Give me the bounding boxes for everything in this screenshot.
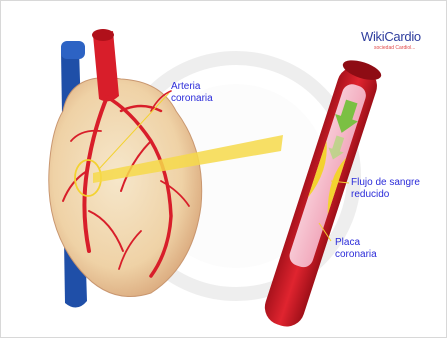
label-arteria-coronaria: Arteria coronaria	[171, 81, 213, 105]
label-flujo-line1: Flujo de sangre	[351, 177, 420, 189]
brand-subtitle: sociedad Cardiol...	[374, 45, 415, 51]
label-arteria-line2: coronaria	[171, 93, 213, 105]
label-flujo-line2: reducido	[351, 189, 420, 201]
vein-top	[61, 41, 85, 59]
label-placa-line2: coronaria	[335, 249, 377, 261]
label-placa-coronaria: Placa coronaria	[335, 237, 377, 261]
aorta-opening	[92, 29, 114, 41]
brand-logo: WikiCardio	[361, 29, 421, 44]
label-flujo-sangre: Flujo de sangre reducido	[351, 177, 420, 201]
label-arteria-line1: Arteria	[171, 81, 213, 93]
label-placa-line1: Placa	[335, 237, 377, 249]
